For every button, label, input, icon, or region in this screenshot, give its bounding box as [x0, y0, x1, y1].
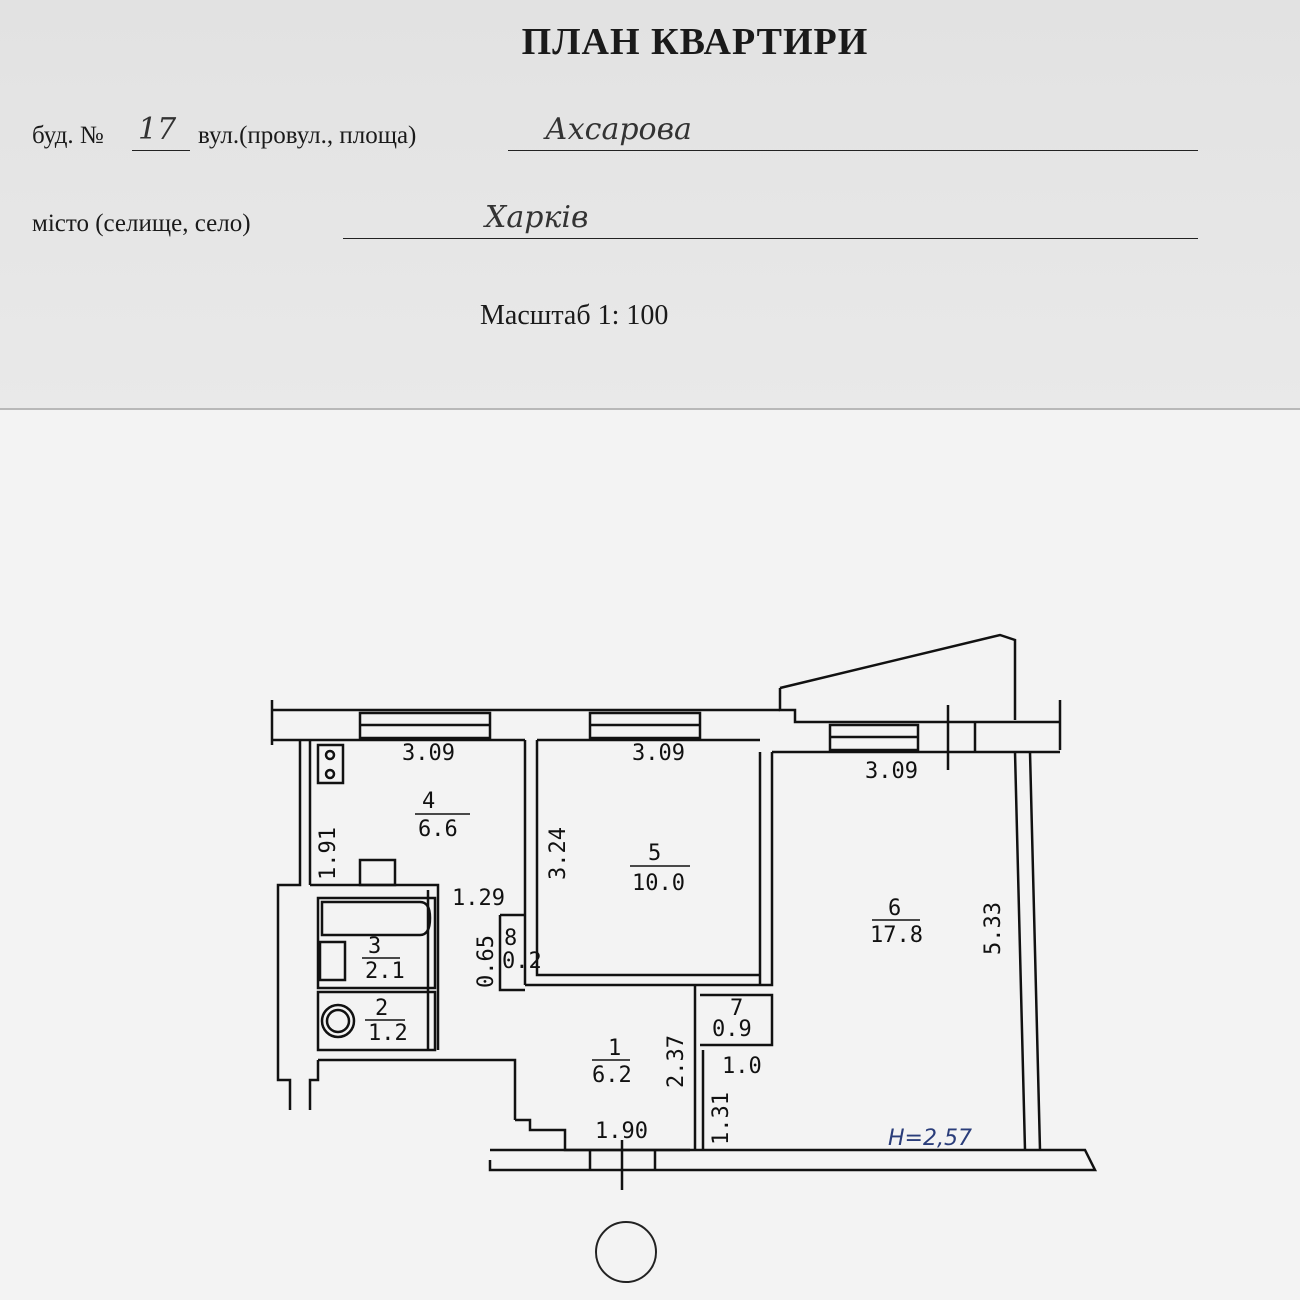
room-3-number: 3	[368, 934, 381, 959]
niche-dimension: 0.65	[474, 935, 499, 988]
city-value: Харків	[485, 200, 589, 235]
room6-width: 3.09	[865, 759, 918, 784]
toilet	[320, 1003, 356, 1039]
form-header-sheet	[0, 0, 1300, 410]
city-line	[343, 238, 1198, 239]
room-2-area: 1.2	[368, 1021, 408, 1046]
room6-depth: 5.33	[981, 902, 1006, 955]
building-label: буд. №	[32, 122, 104, 149]
corridor-depth: 2.37	[664, 1035, 689, 1088]
street-label: вул.(провул., площа)	[198, 122, 417, 149]
hall-width: 1.29	[452, 886, 505, 911]
room-7-area: 0.9	[712, 1017, 752, 1042]
room-5-number: 5	[648, 841, 661, 866]
ceiling-height: H=2,57	[888, 1126, 972, 1151]
kitchen-width: 3.09	[402, 741, 455, 766]
bathtub	[320, 900, 432, 937]
room-3-area: 2.1	[365, 959, 405, 984]
corridor-width: 1.90	[595, 1119, 648, 1144]
room-8-area: 0.2	[502, 949, 542, 974]
scale-label: Масштаб 1: 100	[480, 300, 669, 331]
dimensions: 3.09 3.09 3.09 1.91 3.24 5.33 1.29 0.65 …	[316, 741, 1006, 1151]
floor-plan-sheet	[0, 410, 1300, 1300]
room-5-area: 10.0	[632, 871, 685, 896]
camera-shutter-button[interactable]	[595, 1221, 657, 1283]
room5-width: 3.09	[632, 741, 685, 766]
room-8-number: 8	[504, 926, 517, 951]
kitchen-depth: 1.91	[316, 827, 341, 880]
walls	[270, 633, 1098, 1190]
room-4-area: 6.6	[418, 817, 458, 842]
room-2-number: 2	[375, 996, 388, 1021]
document-title: ПЛАН КВАРТИРИ	[521, 21, 869, 63]
room-1-number: 1	[608, 1036, 621, 1061]
room-1-area: 6.2	[592, 1063, 632, 1088]
street-line	[508, 150, 1198, 151]
room-6-number: 6	[888, 896, 901, 921]
balcony	[779, 633, 1017, 720]
room-4-number: 4	[422, 789, 435, 814]
room-labels: 4 6.6 5 10.0 6 17.8 3 2.1 2 1.2 1 6.2 7 …	[362, 789, 923, 1088]
passage-width: 1.0	[722, 1054, 762, 1079]
room-6-area: 17.8	[870, 923, 923, 948]
room5-depth: 3.24	[546, 827, 571, 880]
room-7-number: 7	[730, 996, 743, 1021]
building-number: 17	[138, 112, 177, 147]
city-label: місто (селище, село)	[32, 210, 251, 237]
building-number-line	[132, 150, 190, 151]
street-value: Ахсарова	[545, 112, 692, 147]
passage-depth: 1.31	[709, 1092, 734, 1145]
